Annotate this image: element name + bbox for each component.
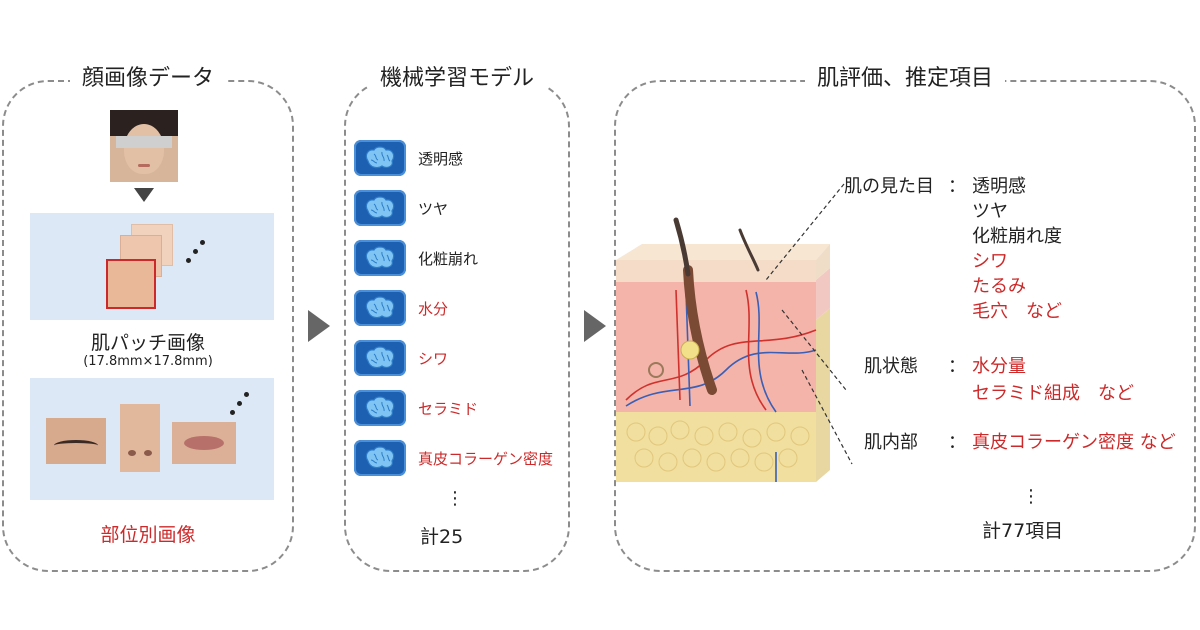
appearance-item: たるみ (972, 276, 1026, 297)
brain-icon (354, 290, 406, 326)
appearance-heading: 肌の見た目 (844, 176, 934, 197)
brain-icon (354, 190, 406, 226)
appearance-colon: ： (948, 176, 966, 197)
model-label: 真皮コラーゲン密度 (418, 449, 554, 468)
model-label: シワ (418, 349, 449, 368)
model-total: 計25 (420, 526, 464, 548)
model-row: セラミド (354, 390, 478, 426)
appearance-item: ツヤ (972, 201, 1008, 222)
patch-tile-1 (106, 259, 156, 309)
state-heading: 肌状態 (864, 356, 918, 377)
model-title: 機械学習モデル (367, 64, 547, 94)
model-row: 透明感 (354, 140, 463, 176)
flow-arrow-icon (308, 310, 330, 342)
brain-icon (354, 240, 406, 276)
leader-lines (765, 183, 853, 465)
face-data-title: 顔画像データ (69, 64, 227, 94)
brain-icon (354, 390, 406, 426)
model-row: 水分 (354, 290, 448, 326)
region-caption: 部位別画像 (100, 524, 196, 546)
eye-mask (116, 136, 172, 148)
eval-total: 計77項目 (982, 520, 1064, 542)
model-row: シワ (354, 340, 448, 376)
down-arrow-icon (134, 188, 154, 202)
state-item: 水分量 (972, 356, 1026, 377)
inner-colon: ： (948, 432, 966, 453)
patch-size: (17.8mm×17.8mm) (83, 354, 213, 369)
lips-image (172, 422, 236, 464)
patch-caption: 肌パッチ画像 (90, 332, 205, 354)
model-row: 化粧崩れ (354, 240, 478, 276)
inner-item: 真皮コラーゲン密度 など (972, 432, 1176, 453)
model-label: 透明感 (418, 149, 464, 168)
brain-icon (354, 140, 406, 176)
flow-arrow-icon (584, 310, 606, 342)
appearance-item: 化粧崩れ度 (972, 226, 1062, 247)
model-label: 化粧崩れ (418, 249, 479, 268)
nose-image (120, 404, 160, 472)
eval-title: 肌評価、推定項目 (804, 64, 1006, 94)
face-photo (110, 110, 178, 182)
skin-cross-section-illustration (616, 217, 830, 482)
model-label: セラミド (418, 399, 479, 418)
brain-icon (354, 340, 406, 376)
appearance-item: 透明感 (972, 176, 1026, 197)
state-item: セラミド組成 など (972, 383, 1134, 404)
inner-heading: 肌内部 (864, 432, 918, 453)
appearance-item: 毛穴 など (972, 301, 1062, 322)
more-dots-icon (228, 392, 250, 420)
appearance-item: シワ (972, 251, 1008, 272)
brain-icon (354, 440, 406, 476)
more-dots-icon (184, 240, 206, 268)
model-label: 水分 (418, 299, 449, 318)
model-row: 真皮コラーゲン密度 (354, 440, 553, 476)
eye-image (46, 418, 106, 464)
model-ellipsis: ⋮ (446, 488, 464, 509)
model-row: ツヤ (354, 190, 448, 226)
model-label: ツヤ (418, 199, 449, 218)
state-colon: ： (948, 356, 966, 377)
eval-ellipsis: ⋮ (1022, 486, 1040, 507)
